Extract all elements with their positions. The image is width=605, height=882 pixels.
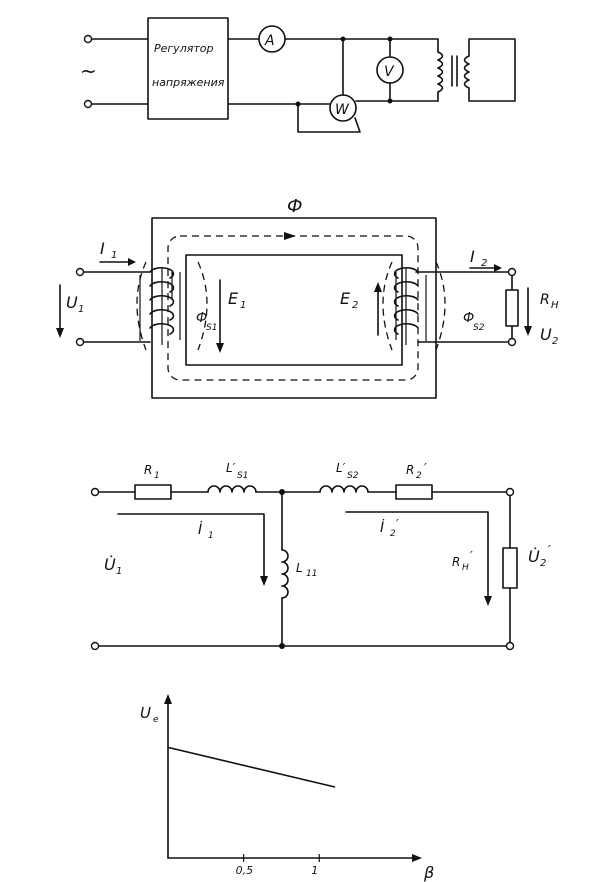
svg-text:′: ′: [424, 461, 427, 475]
test-transformer-secondary-coil: [463, 55, 470, 89]
eq-input-terminal: [90, 487, 100, 497]
primary-terminal-top: [75, 267, 85, 277]
r2-resistor: [395, 484, 433, 500]
svg-text:1: 1: [78, 304, 84, 315]
svg-text:2: 2: [390, 529, 396, 539]
eq-i2-label: İ: [380, 518, 385, 536]
input-terminal-bottom: [83, 99, 93, 109]
svg-text:2: 2: [540, 558, 546, 569]
x-tick-label: 0,5: [236, 864, 254, 877]
r1-resistor: [134, 484, 172, 500]
eq-u1-label: U̇: [104, 555, 116, 574]
eq-rn-label: R: [452, 555, 460, 569]
series-line: [167, 746, 336, 788]
secondary-terminal-top: [507, 267, 517, 277]
primary-voltage-label: U: [66, 293, 78, 312]
rn-load-resistor: [502, 547, 518, 589]
regulator-label-line2: напряжения: [152, 76, 225, 89]
svg-text:2: 2: [552, 336, 558, 347]
svg-text:1: 1: [208, 531, 214, 541]
svg-text:L′: L′: [336, 461, 346, 475]
equivalent-circuit: R 1 L′ S1 L′ S2 R 2 ′ L 11: [90, 461, 551, 651]
load-label: R: [540, 292, 550, 308]
secondary-leakage-flux-label: Ф: [463, 311, 474, 326]
y-axis-label: U: [140, 704, 151, 722]
voltmeter-label: V: [384, 64, 395, 80]
svg-text:1: 1: [154, 471, 160, 481]
wattmeter-label: W: [335, 102, 350, 118]
svg-text:R: R: [144, 463, 152, 477]
secondary-emf-label: E: [340, 289, 351, 308]
voltage-regulator-box: [147, 17, 229, 120]
svg-text:e: e: [153, 715, 159, 725]
input-terminal-top: [83, 34, 93, 44]
secondary-terminal-bottom: [507, 337, 517, 347]
test-transformer-primary-coil: [437, 51, 444, 93]
svg-text:Н: Н: [462, 563, 469, 573]
flux-arrow: [284, 232, 296, 240]
flux-label: Ф: [287, 196, 303, 217]
svg-text:′: ′: [396, 517, 399, 531]
load-resistor: [505, 289, 519, 327]
ls2-inductor: [319, 485, 369, 493]
eq-output-terminal-bottom: [505, 641, 515, 651]
main-flux-path: [167, 235, 419, 381]
svg-text:11: 11: [306, 569, 317, 579]
regulator-label-line1: Регулятор: [154, 42, 213, 55]
ac-source-symbol: ~: [80, 59, 97, 83]
svg-text:S1: S1: [206, 323, 217, 333]
svg-text:S2: S2: [347, 471, 359, 481]
svg-text:L′: L′: [226, 461, 236, 475]
transformer-core-outer: [151, 217, 437, 399]
primary-emf-label: E: [228, 289, 239, 308]
transformer-diagram: Ф I 1 U 1 E 1 Ф S1: [56, 196, 559, 399]
voltage-vs-beta-chart: U e β 0,5 1: [140, 694, 434, 882]
svg-text:1: 1: [111, 250, 117, 261]
svg-text:S1: S1: [237, 471, 248, 481]
svg-text:2: 2: [416, 471, 422, 481]
x-axis-label: β: [423, 863, 434, 882]
primary-terminal-bottom: [75, 337, 85, 347]
measurement-circuit: ~ Регулятор напряжения A V W: [80, 17, 516, 133]
ammeter-label: A: [264, 33, 275, 49]
secondary-voltage-label: U: [540, 325, 552, 344]
secondary-winding: [382, 261, 511, 351]
primary-current-label: I: [100, 239, 105, 258]
ls1-inductor: [207, 485, 257, 493]
svg-text:′: ′: [548, 543, 551, 557]
svg-text:2: 2: [481, 258, 487, 269]
eq-i1-label: İ: [198, 520, 203, 538]
svg-text:L: L: [296, 561, 303, 575]
primary-leakage-flux-label: Ф: [196, 311, 207, 326]
svg-text:2: 2: [352, 300, 358, 311]
svg-text:Н: Н: [551, 300, 559, 311]
eq-input-terminal-bottom: [90, 641, 100, 651]
svg-text:1: 1: [116, 566, 122, 577]
primary-winding: [81, 261, 208, 351]
x-tick-label: 1: [311, 864, 318, 877]
svg-text:1: 1: [240, 300, 246, 311]
eq-u2-label: U̇: [528, 547, 540, 566]
svg-text:S2: S2: [473, 323, 485, 333]
l11-inductor: [281, 549, 289, 599]
svg-text:′: ′: [470, 549, 473, 563]
wattmeter: [329, 94, 357, 122]
eq-output-terminal: [505, 487, 515, 497]
svg-text:R: R: [406, 463, 414, 477]
secondary-current-label: I: [470, 247, 475, 266]
